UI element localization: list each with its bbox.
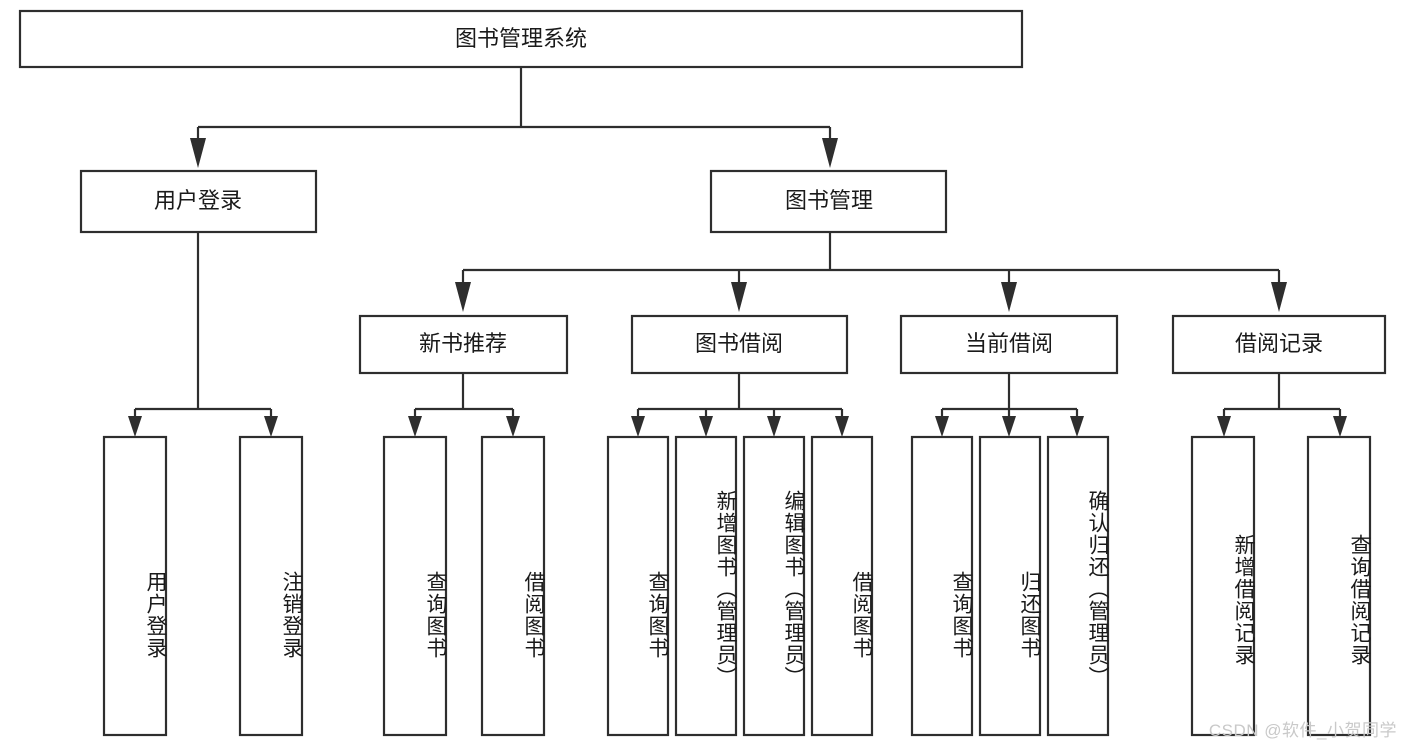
node-current-borrow-box[interactable] — [899, 314, 1119, 375]
leaf-box-borrow-book-1[interactable] — [480, 435, 546, 737]
arrow-to-new-book-recommend — [455, 282, 471, 312]
leaf-box-add-book[interactable] — [674, 435, 738, 737]
node-new-book-recommend[interactable]: 新书推荐 — [358, 314, 569, 375]
node-borrow-record-box[interactable] — [1171, 314, 1387, 375]
arrow-to-leaf-query-book-1 — [408, 416, 422, 437]
node-borrow-record[interactable]: 借阅记录 — [1171, 314, 1387, 375]
node-book-borrow[interactable]: 图书借阅 — [630, 314, 849, 375]
leaf-box-user-logout[interactable] — [238, 435, 304, 737]
node-user-login-box[interactable] — [79, 169, 318, 234]
arrow-to-leaf-add-record — [1217, 416, 1231, 437]
edges-new-book-to-leaves — [408, 373, 520, 437]
node-current-borrow[interactable]: 当前借阅 — [899, 314, 1119, 375]
arrow-to-user-login — [190, 138, 206, 168]
leaf-box-query-book-3[interactable] — [910, 435, 974, 737]
node-current-borrow-label: 当前借阅 — [965, 331, 1053, 356]
node-book-borrow-label: 图书借阅 — [695, 331, 783, 356]
edges-current-borrow-to-leaves — [935, 373, 1084, 437]
node-user-login-label: 用户登录 — [154, 188, 242, 213]
leaf-box-query-record[interactable] — [1306, 435, 1372, 737]
node-book-borrow-box[interactable] — [630, 314, 849, 375]
arrow-to-leaf-user-login — [128, 416, 142, 437]
node-book-manage-box[interactable] — [709, 169, 948, 234]
arrow-to-leaf-borrow-book-1 — [506, 416, 520, 437]
leaf-box-query-book-1[interactable] — [382, 435, 448, 737]
arrow-to-leaf-query-record — [1333, 416, 1347, 437]
node-borrow-record-label: 借阅记录 — [1235, 331, 1323, 356]
node-new-book-recommend-label: 新书推荐 — [419, 331, 507, 356]
leaf-box-borrow-book-2[interactable] — [810, 435, 874, 737]
edges-borrow-record-to-leaves — [1217, 373, 1347, 437]
arrow-to-leaf-user-logout — [264, 416, 278, 437]
edges-book-manage-to-level2 — [455, 232, 1287, 312]
arrow-to-current-borrow — [1001, 282, 1017, 312]
arrow-to-leaf-borrow-book-2 — [835, 416, 849, 437]
node-book-manage-label: 图书管理 — [785, 188, 873, 213]
leaf-box-return-book[interactable] — [978, 435, 1042, 737]
node-user-login[interactable]: 用户登录 — [79, 169, 318, 234]
node-root-label: 图书管理系统 — [455, 26, 587, 51]
leaf-boxes — [102, 435, 1372, 737]
node-root-box[interactable] — [18, 9, 1024, 69]
edges-root-to-level1 — [190, 67, 838, 168]
arrow-to-leaf-query-book-2 — [631, 416, 645, 437]
leaf-box-add-record[interactable] — [1190, 435, 1256, 737]
edges-book-borrow-to-leaves — [631, 373, 849, 437]
arrow-to-leaf-confirm-return — [1070, 416, 1084, 437]
node-book-manage[interactable]: 图书管理 — [709, 169, 948, 234]
leaf-box-edit-book[interactable] — [742, 435, 806, 737]
edges-user-login-to-leaves — [128, 232, 278, 437]
arrow-to-borrow-record — [1271, 282, 1287, 312]
arrow-to-leaf-add-book — [699, 416, 713, 437]
node-root[interactable]: 图书管理系统 — [18, 9, 1024, 69]
leaf-box-confirm-return[interactable] — [1046, 435, 1110, 737]
arrow-to-book-manage — [822, 138, 838, 168]
arrow-to-leaf-return-book — [1002, 416, 1016, 437]
arrow-to-leaf-query-book-3 — [935, 416, 949, 437]
leaf-box-user-login[interactable] — [102, 435, 168, 737]
arrow-to-leaf-edit-book — [767, 416, 781, 437]
csdn-watermark: CSDN @软件_小贺同学 — [1208, 721, 1397, 740]
arrow-to-book-borrow — [731, 282, 747, 312]
leaf-box-query-book-2[interactable] — [606, 435, 670, 737]
node-new-book-recommend-box[interactable] — [358, 314, 569, 375]
